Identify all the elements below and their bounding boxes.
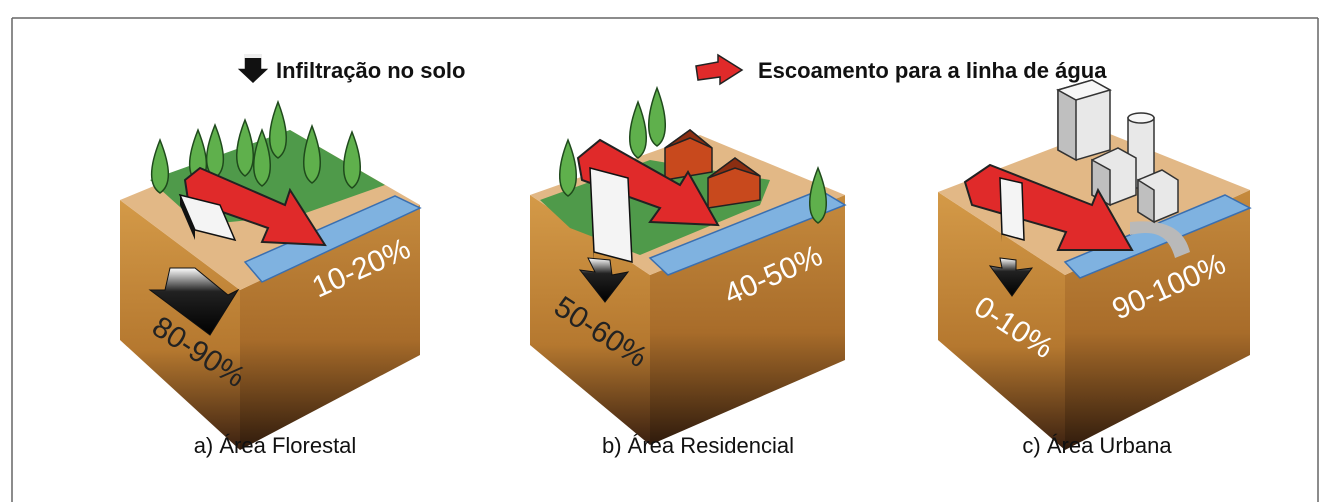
legend-runoff-icon <box>695 53 744 86</box>
legend-infiltration-icon <box>234 53 272 86</box>
residential-infiltration-bar <box>589 167 633 263</box>
residential-house-2 <box>707 157 761 209</box>
urban-building-4 <box>1137 169 1179 224</box>
urban-infiltration-bar <box>999 177 1025 242</box>
caption-urban: c) Área Urbana <box>1022 433 1172 458</box>
panel-urban <box>938 79 1252 450</box>
residential-infiltration-arrow <box>578 257 630 303</box>
urban-building-1 <box>1056 79 1112 162</box>
forest-river <box>243 195 422 283</box>
caption-forest: a) Área Florestal <box>193 433 357 458</box>
residential-trees <box>559 85 827 224</box>
forest-block-side <box>240 205 420 450</box>
urban-infiltration-arrow <box>988 257 1034 297</box>
legend-infiltration-label: Infiltração no solo <box>276 58 466 83</box>
panel-forest <box>120 99 422 450</box>
urban-block-front <box>938 192 1065 450</box>
residential-house-1 <box>664 129 713 181</box>
urban-river <box>1063 194 1252 279</box>
forest-infiltration-bar <box>178 193 237 242</box>
legend-runoff-label: Escoamento para a linha de água <box>758 58 1107 83</box>
forest-infiltration-arrow <box>148 267 240 336</box>
forest-block-front <box>120 200 240 450</box>
panel-residential <box>530 85 847 445</box>
urban-road <box>1130 221 1190 258</box>
residential-river <box>648 189 847 276</box>
urban-building-3 <box>1091 147 1137 207</box>
caption-residential: b) Área Residencial <box>602 433 794 458</box>
